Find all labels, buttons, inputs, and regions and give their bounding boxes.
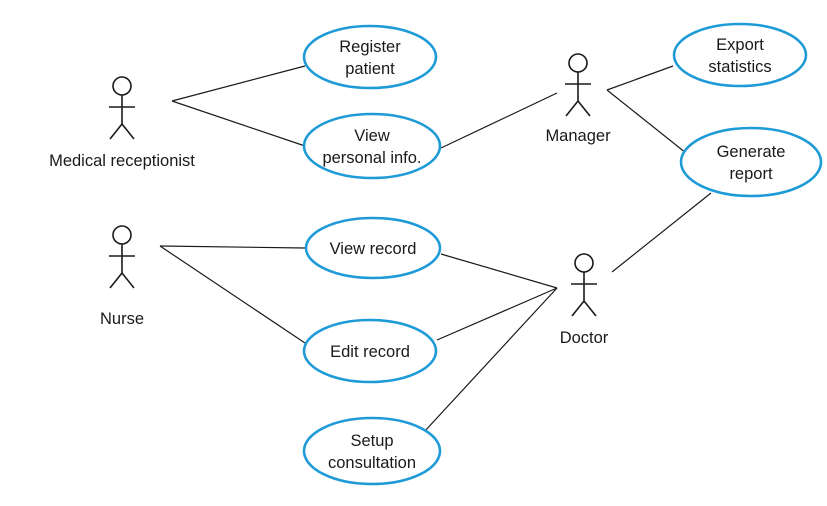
- actor-doctor: Doctor: [560, 253, 609, 347]
- use-case-register-patient: Register patient: [302, 24, 438, 90]
- actor-label: Medical receptionist: [49, 152, 195, 170]
- association-nurse-view-record: [159, 245, 306, 249]
- association-manager-generate-report: [606, 89, 687, 154]
- use-case-generate-report: Generate report: [679, 126, 823, 198]
- use-case-label: Generate: [717, 143, 786, 161]
- actor-label: Nurse: [100, 310, 144, 328]
- actor-label: Doctor: [560, 329, 609, 347]
- use-case-ellipse: [302, 318, 438, 384]
- use-case-label: report: [729, 165, 773, 183]
- use-case-ellipse: [672, 22, 808, 88]
- use-case-setup-consultation: Setup consultation: [302, 416, 442, 486]
- stick-figure-head: [112, 76, 132, 96]
- use-case-label: statistics: [708, 58, 771, 76]
- association-lines: [159, 65, 712, 433]
- stick-figure-limb: [565, 100, 579, 117]
- use-case-label: View record: [330, 240, 417, 258]
- actor-manager: Manager: [545, 53, 611, 145]
- use-case-view-personal-info: View personal info.: [302, 112, 442, 180]
- use-case-label: consultation: [328, 454, 416, 472]
- stick-figure-limb: [121, 123, 135, 140]
- use-case-label: Export: [716, 36, 764, 54]
- association-manager-export-statistics: [606, 65, 674, 91]
- stick-figure-icon: [109, 76, 135, 140]
- stick-figure-limb: [109, 272, 123, 289]
- stick-figure-limb: [571, 300, 585, 317]
- stick-figure-limb: [121, 272, 135, 289]
- association-manager-view-personal-info: [440, 92, 558, 149]
- use-case-label: patient: [345, 60, 395, 78]
- use-case-ellipse: [302, 24, 438, 90]
- stick-figure-limb: [109, 123, 123, 140]
- use-case-view-record: View record: [304, 216, 442, 280]
- stick-figure-head: [112, 225, 132, 245]
- stick-figure-head: [574, 253, 594, 273]
- use-case-ellipse: [302, 112, 442, 180]
- stick-figure-head: [568, 53, 588, 73]
- stick-figure-icon: [571, 253, 597, 317]
- use-case-label: View: [354, 127, 390, 145]
- use-case-label: Setup: [350, 432, 393, 450]
- use-case-label: Register: [339, 38, 401, 56]
- association-doctor-view-record: [440, 253, 558, 289]
- use-case-label: Edit record: [330, 343, 410, 361]
- use-case-edit-record: Edit record: [302, 318, 438, 384]
- stick-figure-limb: [577, 100, 591, 117]
- use-case-export-statistics: Export statistics: [672, 22, 808, 88]
- stick-figure-icon: [565, 53, 591, 117]
- actor-label: Manager: [545, 127, 611, 145]
- actor-nurse: Nurse: [100, 225, 144, 328]
- use-case-ellipse: [304, 216, 442, 280]
- stick-figure-icon: [109, 225, 135, 289]
- use-case-ellipse: [679, 126, 823, 198]
- association-doctor-generate-report: [611, 192, 712, 273]
- association-medical-receptionist-register-patient: [171, 65, 306, 102]
- stick-figure-limb: [583, 300, 597, 317]
- association-nurse-edit-record: [159, 245, 306, 344]
- association-doctor-setup-consultation: [423, 287, 558, 433]
- use-case-ellipse: [302, 416, 442, 486]
- actor-medical-receptionist: Medical receptionist: [49, 76, 195, 170]
- use-case-label: personal info.: [322, 149, 421, 167]
- association-medical-receptionist-view-personal-info: [171, 100, 306, 147]
- association-doctor-edit-record: [436, 287, 558, 341]
